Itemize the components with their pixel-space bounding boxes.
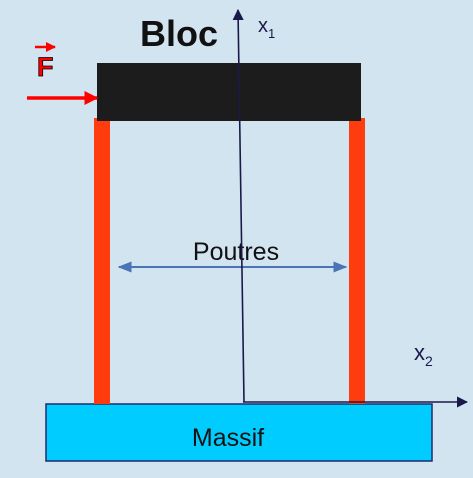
force-label: F (37, 52, 54, 82)
right-beam (349, 118, 365, 404)
bloc-block (97, 63, 361, 121)
base-block (45, 403, 433, 462)
bloc-label: Bloc (140, 13, 218, 54)
base-label: Massif (192, 424, 264, 452)
x1-axis (232, 8, 245, 403)
beams-label: Poutres (193, 238, 279, 266)
x1-axis-label: x1 (258, 15, 275, 41)
x2-axis-label: x2 (414, 340, 433, 369)
left-beam (94, 118, 110, 404)
